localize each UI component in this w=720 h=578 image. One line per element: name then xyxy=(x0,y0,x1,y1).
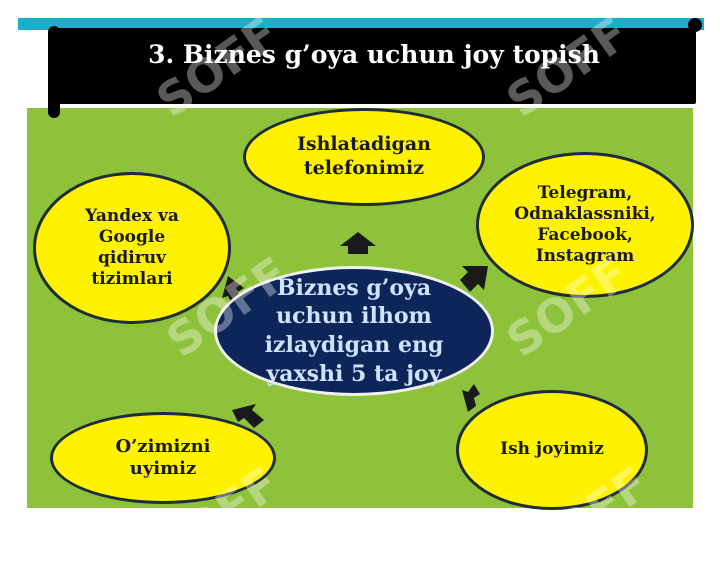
center-node: Biznes g’oya uchun ilhom izlaydigan eng … xyxy=(214,266,494,396)
node-search-engines-label: Yandex va Google qidiruv tizimlari xyxy=(85,205,179,290)
node-social-networks-label: Telegram, Odnaklassniki, Facebook, Insta… xyxy=(514,182,656,267)
scroll-curl-right xyxy=(688,18,702,32)
slide-title: 3. Biznes g’oya uchun joy topish xyxy=(148,40,600,69)
center-node-label: Biznes g’oya uchun ilhom izlaydigan eng … xyxy=(264,274,444,387)
node-phone: Ishlatadigan telefonimiz xyxy=(243,108,485,206)
title-bar: 3. Biznes g’oya uchun joy topish xyxy=(48,18,702,118)
node-workplace-label: Ish joyimiz xyxy=(500,439,604,460)
arrow-up-right xyxy=(460,266,488,292)
slide: 3. Biznes g’oya uchun joy topish Ishlata… xyxy=(18,18,704,510)
node-home-label: O’zimizni uyimiz xyxy=(115,435,211,480)
node-home: O’zimizni uyimiz xyxy=(50,412,276,504)
node-social-networks: Telegram, Odnaklassniki, Facebook, Insta… xyxy=(476,152,694,298)
node-workplace: Ish joyimiz xyxy=(456,390,648,510)
arrow-up xyxy=(340,232,376,254)
arrow-down-right xyxy=(462,384,480,412)
scroll-curl-left xyxy=(48,26,60,118)
top-accent-strip xyxy=(18,18,704,30)
node-phone-label: Ishlatadigan telefonimiz xyxy=(297,133,431,179)
node-search-engines: Yandex va Google qidiruv tizimlari xyxy=(33,172,231,324)
arrow-down-left xyxy=(232,404,264,428)
connector-arrows xyxy=(222,232,488,428)
